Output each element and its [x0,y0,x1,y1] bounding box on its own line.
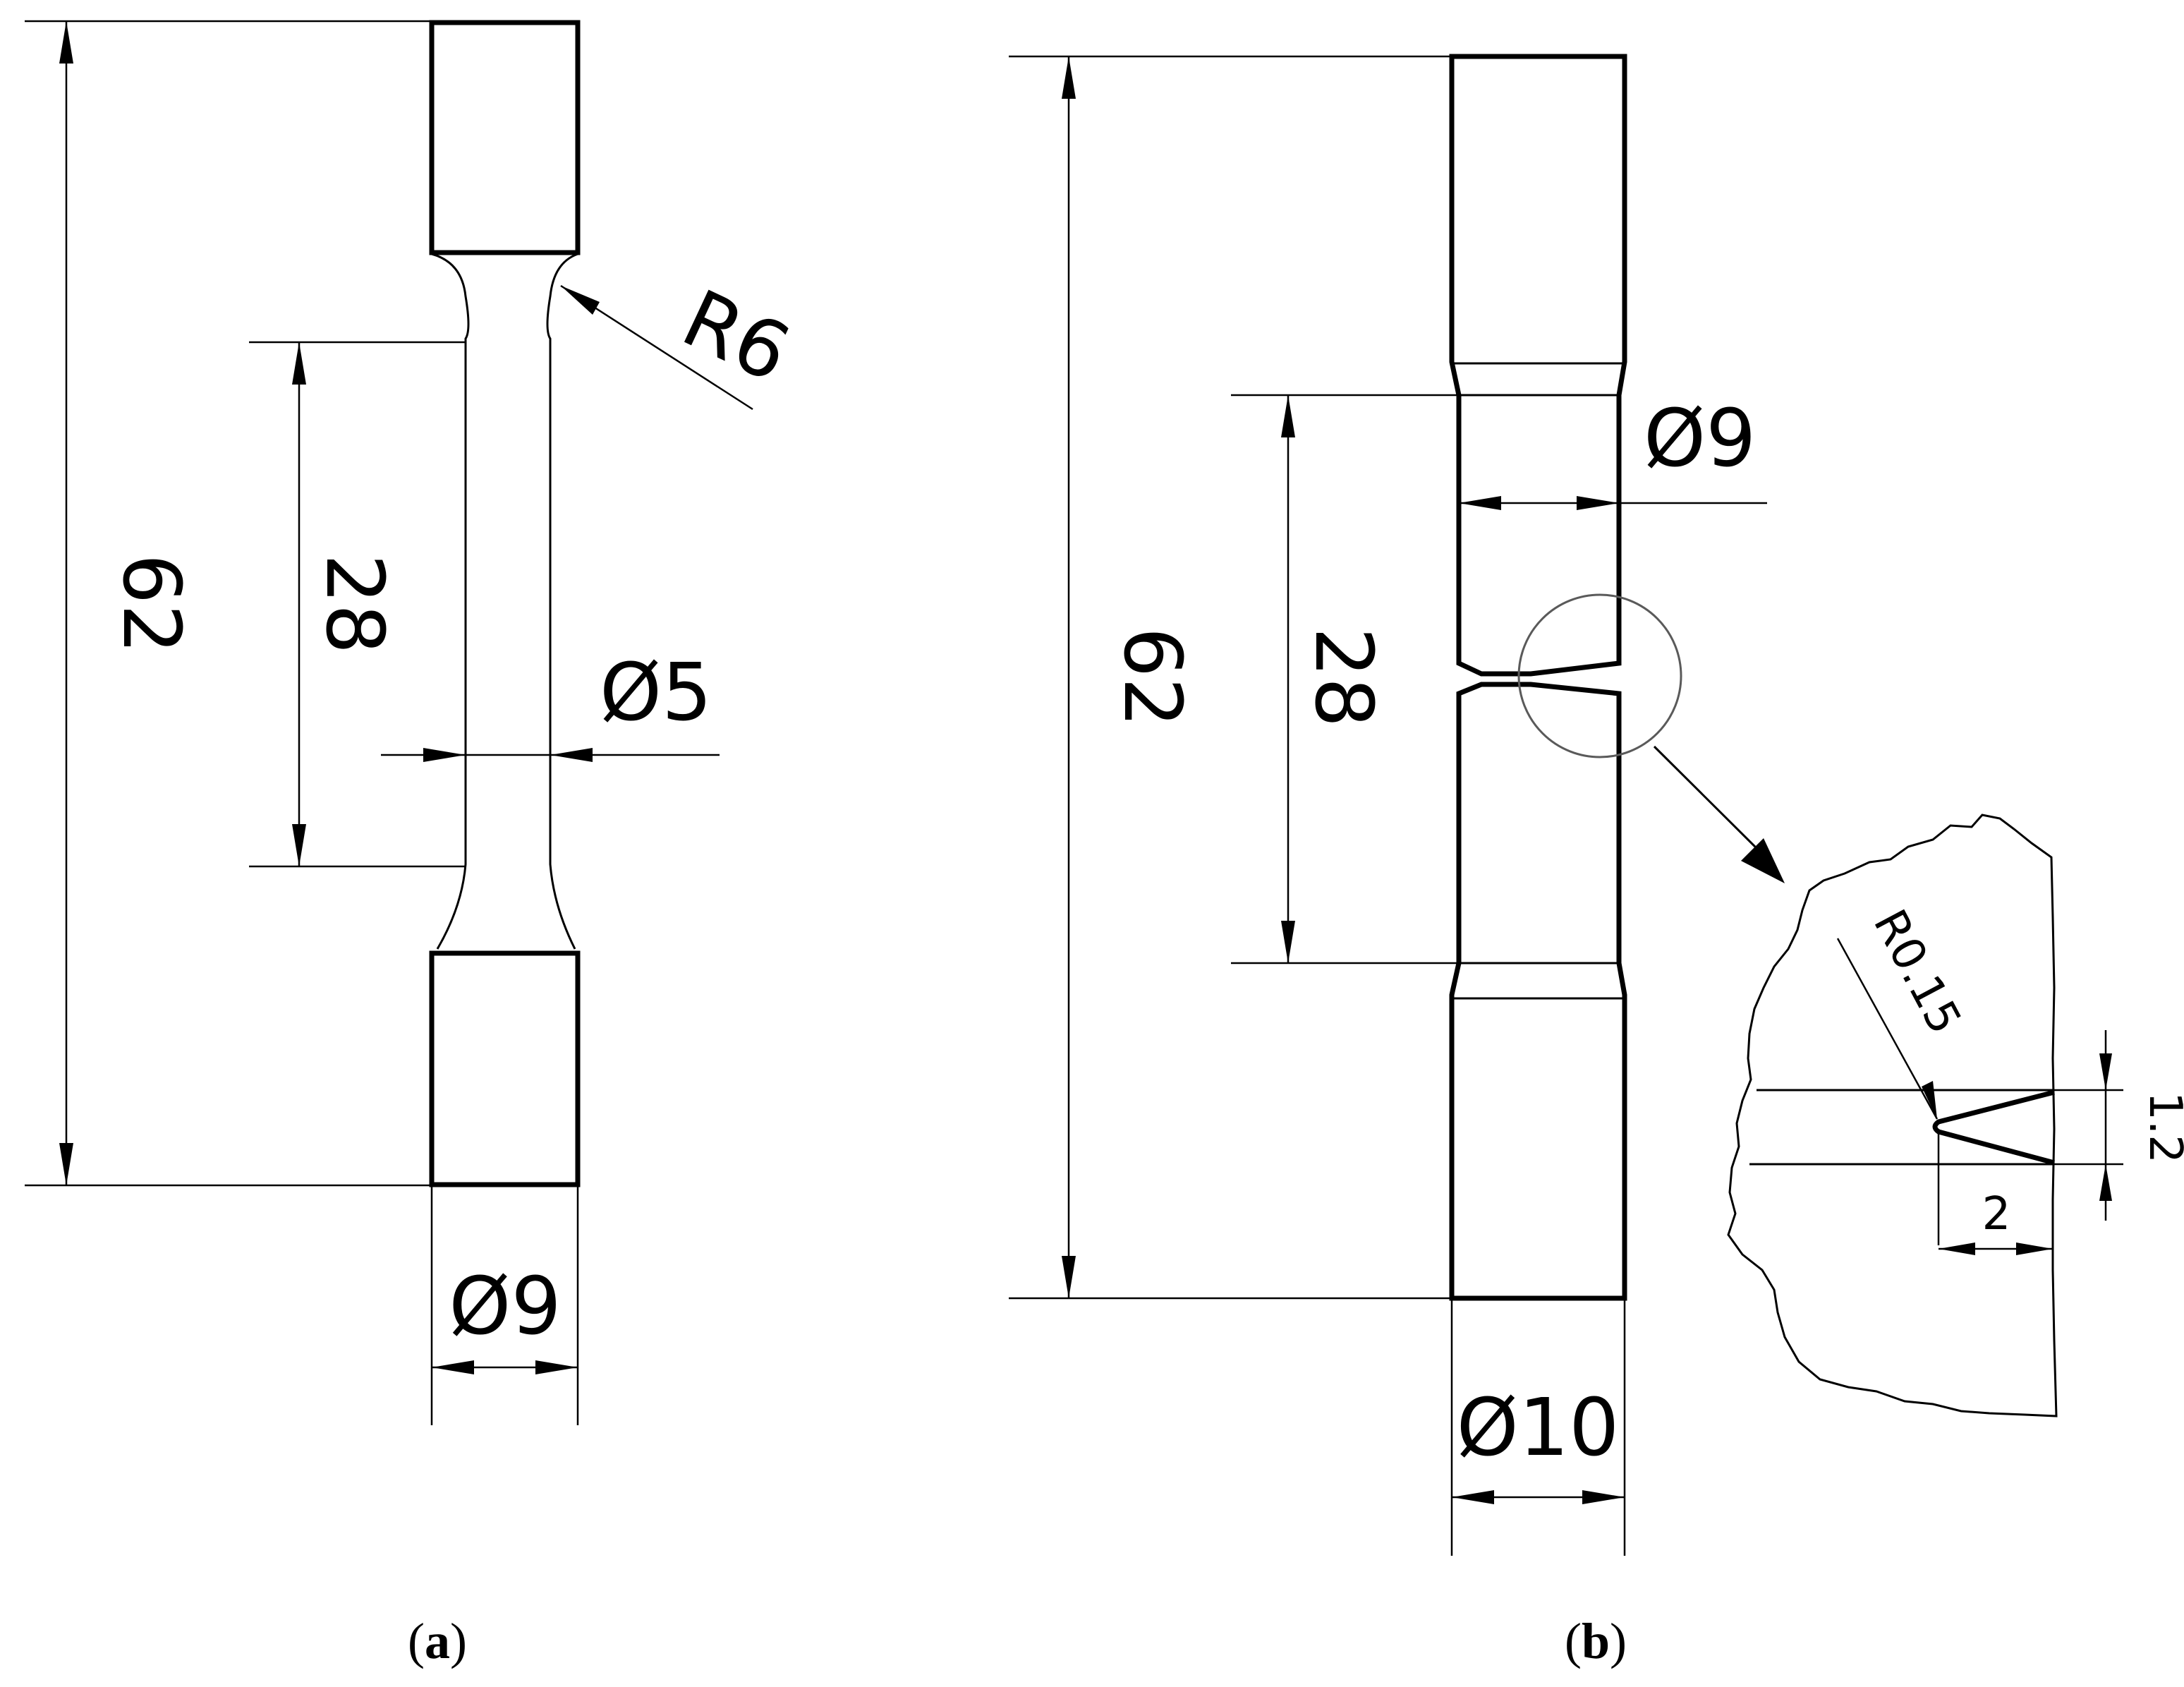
panel-b-grip-diameter-label: Ø10 [1457,1382,1620,1474]
panel-a-gauge-length-label: 28 [308,554,400,655]
panel-a-caption: (a) [408,1613,467,1669]
panel-a-fillet-radius-label: R6 [669,273,803,401]
panel-b-gauge-length-dimension: 28 [1231,394,1459,965]
panel-b-gauge-length-label: 28 [1297,627,1389,728]
panel-b-length-dimension: 62 [1009,55,1452,1300]
detail-break-outline [1727,814,2058,1417]
panel-a-specimen-outline [429,20,581,1187]
panel-b-detail-callout [1517,593,1785,883]
panel-b-grip-diameter-dimension: Ø10 [1450,1298,1626,1556]
panel-b-gauge-diameter-label: Ø9 [1644,393,1756,485]
panel-b-caption: (b) [1565,1613,1627,1669]
panel-a-length-label: 62 [105,554,197,655]
panel-b-gauge-diameter-dimension: Ø9 [1459,393,1767,510]
panel-b-notched-specimen: 62 28 Ø9 [1009,54,2184,1669]
panel-a-gauge-diameter-label: Ø5 [600,647,712,739]
panel-a-length-dimension: 62 [25,20,432,1187]
notch-v-profile [1932,1089,2055,1166]
panel-b-notch-width-label: 1.2 [2139,1092,2184,1163]
panel-b-specimen-outline [1449,54,1627,1301]
panel-b-notch-depth-dimension: 2 [1937,1129,2053,1255]
panel-a-gauge-length-dimension: 28 [249,341,466,868]
panel-b-notch-width-dimension: 1.2 [2054,1030,2184,1221]
panel-b-notch-radius-dimension: R0.15 [1836,902,1971,1120]
panel-a-gauge-diameter-dimension: Ø5 [381,647,720,762]
panel-b-notch-detail-view [1727,814,2058,1417]
panel-a-grip-diameter-label: Ø9 [449,1261,561,1353]
panel-a-smooth-specimen: 62 28 Ø5 R6 [25,20,803,1669]
panel-a-grip-diameter-dimension: Ø9 [430,1185,579,1425]
panel-a-fillet-radius-dimension: R6 [560,273,803,411]
panel-b-notch-depth-label: 2 [1982,1188,2011,1240]
panel-b-notch-radius-label: R0.15 [1863,902,1971,1043]
panel-b-length-label: 62 [1106,627,1198,728]
